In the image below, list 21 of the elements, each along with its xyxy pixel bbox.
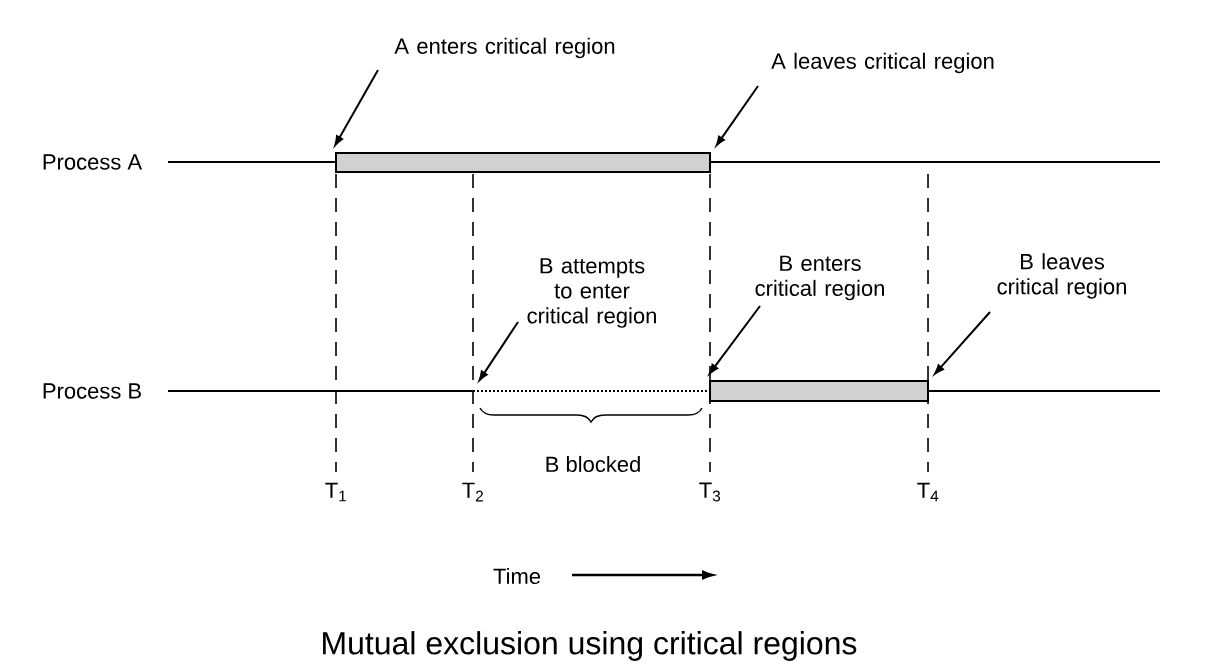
process-label: Process B [43,383,141,399]
critical-region-bar [709,380,929,402]
brace-label: B blocked [546,455,640,473]
event-label: A enters critical region [394,37,615,59]
axis-label: Time [493,567,541,585]
event-label: B attempts to enter critical region [527,258,656,328]
process-label: Process A [43,154,143,170]
event-label: A leaves critical region [771,52,994,74]
leader-arrow [478,321,519,381]
event-label: B enters critical region [755,255,884,301]
leader-arrow [334,69,379,146]
time-label: T$_{4}$ [917,482,939,502]
event-label: B leaves critical region [997,253,1126,299]
leader-arrow [715,85,759,147]
time-label: T$_{3}$ [699,482,721,502]
caption: Mutual exclusion using critical regions [323,631,857,661]
leader-arrow [708,305,761,375]
time-label: T$_{2}$ [462,482,483,502]
time-label: T$_{1}$ [325,482,346,502]
leader-arrow [934,311,991,375]
critical-region-bar [335,152,711,173]
